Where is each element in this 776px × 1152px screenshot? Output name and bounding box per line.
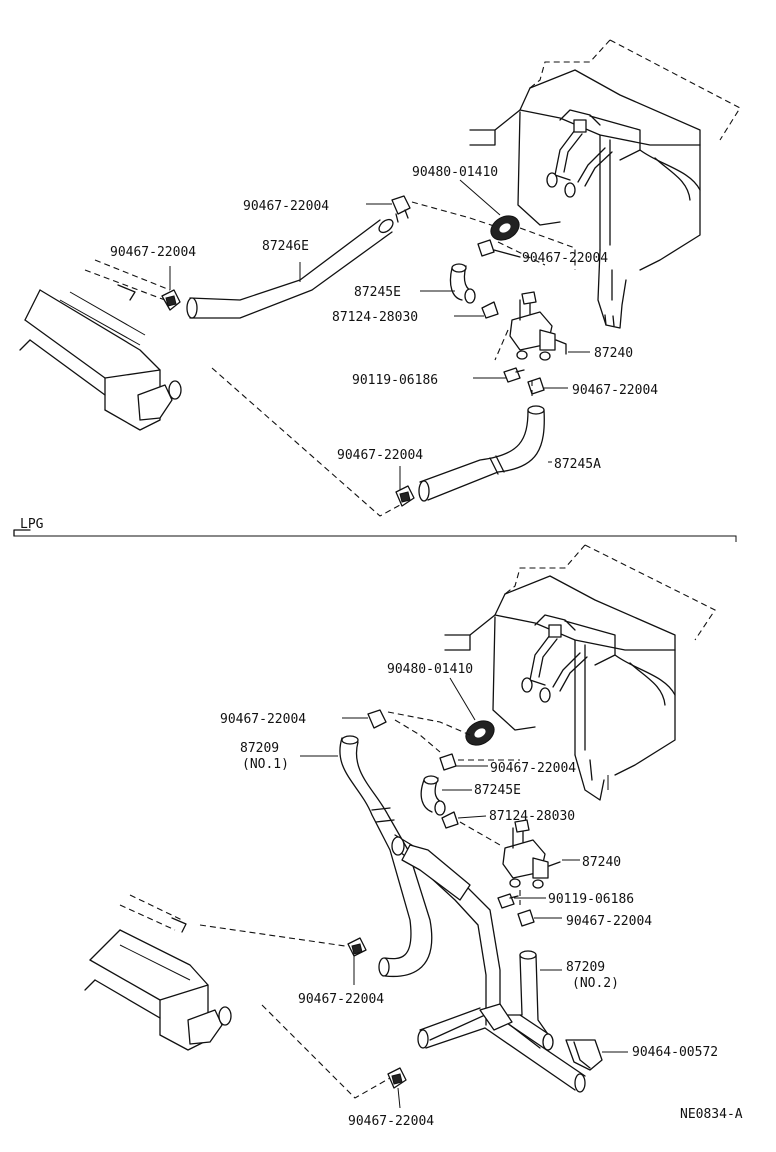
hose-87246e-upper: [186, 218, 394, 319]
hose-87209-no2: [417, 950, 586, 1093]
label-clip-valve-lower: 90467-22004: [566, 914, 652, 929]
clip-top-lower: [367, 709, 387, 729]
gasket-lower: [441, 811, 459, 829]
label-87240: 87240: [594, 346, 633, 361]
label-87245a: 87245A: [554, 457, 601, 472]
label-clip-top-lower: 90467-22004: [220, 712, 306, 727]
label-87240-lower: 87240: [582, 855, 621, 870]
upper-assembly: 90467-22004 90480-01410 87246E 90467-220…: [19, 39, 741, 517]
lpg-label: LPG: [20, 517, 44, 532]
clip-bottom-lower: [387, 1067, 407, 1089]
label-grommet-lower: 90480-01410: [387, 662, 473, 677]
water-valve-upper: [509, 291, 567, 361]
bolt-upper: [503, 367, 525, 383]
label-87209-no1: 87209: [240, 741, 279, 756]
engine-block-lower: [84, 894, 232, 1051]
hose-87245a-upper: [418, 405, 545, 502]
label-clamp-lower: 90464-00572: [632, 1045, 718, 1060]
hose-87245e-lower: [420, 775, 446, 816]
label-gasket-lower: 87124-28030: [489, 809, 575, 824]
label-grommet: 90480-01410: [412, 165, 498, 180]
lower-assembly: 90480-01410 90467-22004 87209 (NO.1) 904…: [84, 544, 718, 1129]
clip-left-lower: [347, 937, 367, 957]
clip-right-upper: [477, 239, 521, 258]
label-clip-bottom: 90467-22004: [337, 448, 423, 463]
heater-unit-lower: [444, 544, 716, 801]
lpg-section-divider: LPG: [13, 517, 737, 542]
label-87209-no2: 87209: [566, 960, 605, 975]
label-clip-valve: 90467-22004: [572, 383, 658, 398]
label-87245e-lower: 87245E: [474, 783, 521, 798]
gasket-upper: [481, 301, 499, 319]
grommet-lower: [449, 677, 495, 746]
grommet-upper: [459, 179, 520, 241]
leaders-lower: [300, 717, 628, 1053]
drawing-code: NE0834-A: [680, 1107, 743, 1122]
label-bolt: 90119-06186: [352, 373, 438, 388]
clip-right-lower: [439, 753, 457, 771]
label-clip-left-lower: 90467-22004: [298, 992, 384, 1007]
hose-87209-no1: [339, 735, 501, 1026]
clip-valve-upper: [527, 377, 545, 395]
clip-top-upper: [391, 195, 411, 223]
leaders-upper: [299, 203, 590, 490]
label-clip-top: 90467-22004: [243, 199, 329, 214]
label-clip-bottom-lower: 90467-22004: [348, 1114, 434, 1129]
clamp-lower: [565, 1039, 603, 1071]
label-87209-no2-sub: (NO.2): [572, 976, 619, 991]
label-87246e: 87246E: [262, 239, 309, 254]
engine-block-upper: [19, 259, 182, 431]
heater-unit-upper: [469, 39, 741, 329]
label-87209-no1-sub: (NO.1): [242, 757, 289, 772]
clip-left-upper: [161, 289, 181, 311]
label-clip-right-lower: 90467-22004: [490, 761, 576, 776]
label-clip-right: 90467-22004: [522, 251, 608, 266]
clip-bottom-upper: [395, 485, 415, 507]
label-clip-left: 90467-22004: [110, 245, 196, 260]
hose-87245e-upper: [449, 263, 476, 304]
label-87245e: 87245E: [354, 285, 401, 300]
clip-valve-lower: [517, 909, 535, 927]
label-gasket: 87124-28030: [332, 310, 418, 325]
label-bolt-lower: 90119-06186: [548, 892, 634, 907]
bolt-lower: [497, 893, 519, 909]
water-valve-lower: [502, 819, 561, 889]
